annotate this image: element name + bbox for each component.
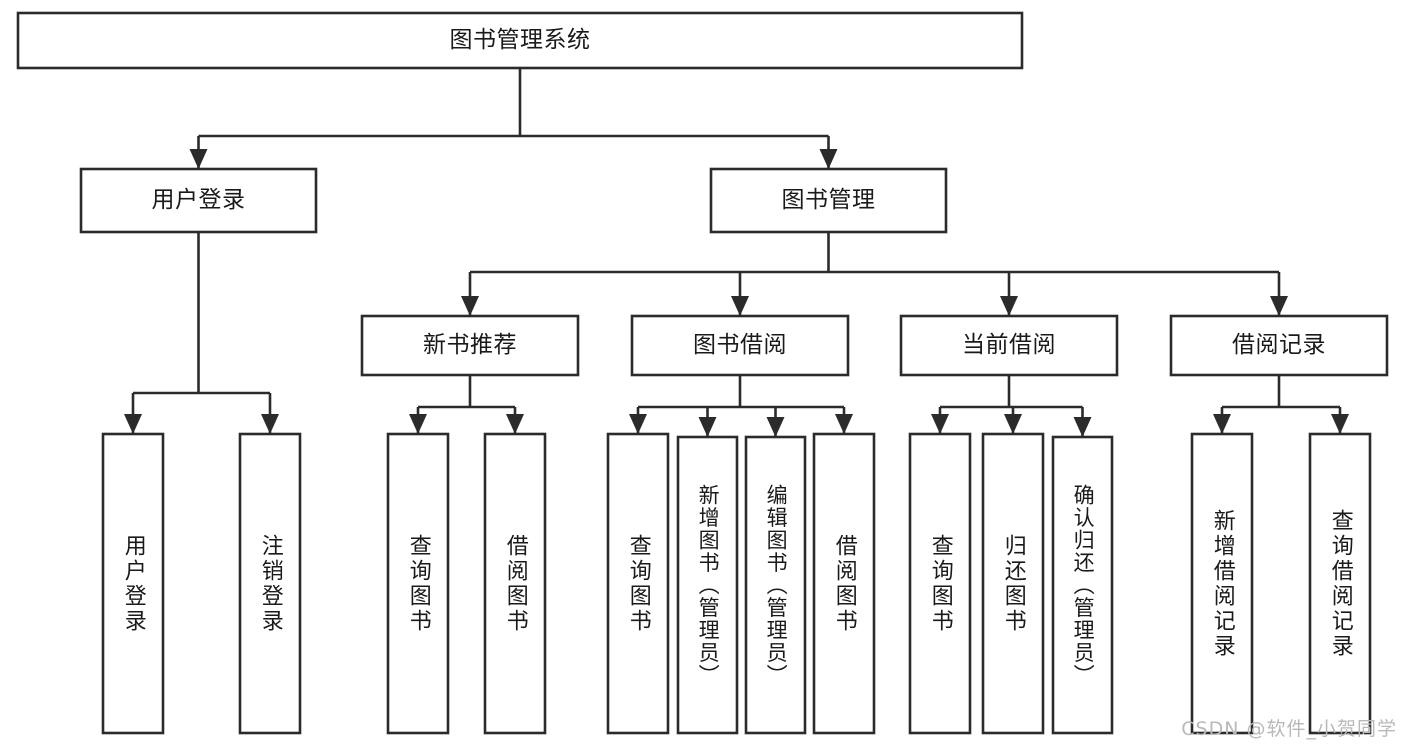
node-box-user-login[interactable] — [79, 167, 318, 234]
arrowhead-borrow-record — [1270, 296, 1288, 316]
node-box-root[interactable] — [16, 11, 1024, 70]
arrowhead-leaf-return-book — [1004, 414, 1022, 434]
node-box-borrow-record[interactable] — [1169, 314, 1389, 377]
node-box-book-management[interactable] — [709, 167, 948, 234]
node-box-leaf-edit-book[interactable] — [744, 435, 807, 735]
arrowhead-leaf-borrow-book-1 — [506, 414, 524, 434]
node-box-current-borrow[interactable] — [899, 314, 1119, 377]
arrowhead-leaf-confirm-return — [1073, 417, 1092, 437]
arrowhead-book-borrow — [731, 296, 749, 316]
arrowhead-leaf-query-record — [1331, 414, 1349, 434]
edges-layer — [124, 68, 1349, 437]
nodes-layer — [16, 11, 1389, 735]
node-box-leaf-add-book[interactable] — [676, 435, 739, 735]
node-box-leaf-confirm-return[interactable] — [1051, 435, 1114, 735]
node-box-leaf-query-book-3[interactable] — [908, 432, 972, 735]
node-box-leaf-query-record[interactable] — [1308, 432, 1372, 735]
arrowhead-user-login — [189, 149, 208, 169]
arrowhead-leaf-query-book-2 — [629, 414, 647, 434]
node-box-leaf-query-book-2[interactable] — [606, 432, 670, 735]
arrowhead-leaf-add-book — [698, 417, 717, 437]
arrowhead-current-borrow — [1000, 296, 1018, 316]
node-box-leaf-add-record[interactable] — [1190, 432, 1254, 735]
node-box-leaf-user-login[interactable] — [101, 432, 165, 735]
arrowhead-leaf-add-record — [1213, 414, 1231, 434]
arrowhead-leaf-user-login — [124, 414, 142, 434]
arrowhead-leaf-borrow-book-2 — [835, 414, 853, 434]
arrowhead-new-book-recommend — [461, 296, 479, 316]
node-box-leaf-return-book[interactable] — [981, 432, 1045, 735]
arrowhead-leaf-logout — [261, 414, 279, 434]
node-box-leaf-logout[interactable] — [238, 432, 302, 735]
node-box-leaf-borrow-book-1[interactable] — [483, 432, 547, 735]
arrowhead-leaf-query-book-3 — [931, 414, 949, 434]
arrowhead-leaf-edit-book — [766, 417, 785, 437]
node-box-book-borrow[interactable] — [630, 314, 850, 377]
arrowhead-book-management — [819, 149, 838, 169]
arrowhead-leaf-query-book-1 — [409, 414, 427, 434]
node-box-leaf-query-book-1[interactable] — [386, 432, 450, 735]
node-box-new-book-recommend[interactable] — [360, 314, 580, 377]
node-box-leaf-borrow-book-2[interactable] — [812, 432, 876, 735]
